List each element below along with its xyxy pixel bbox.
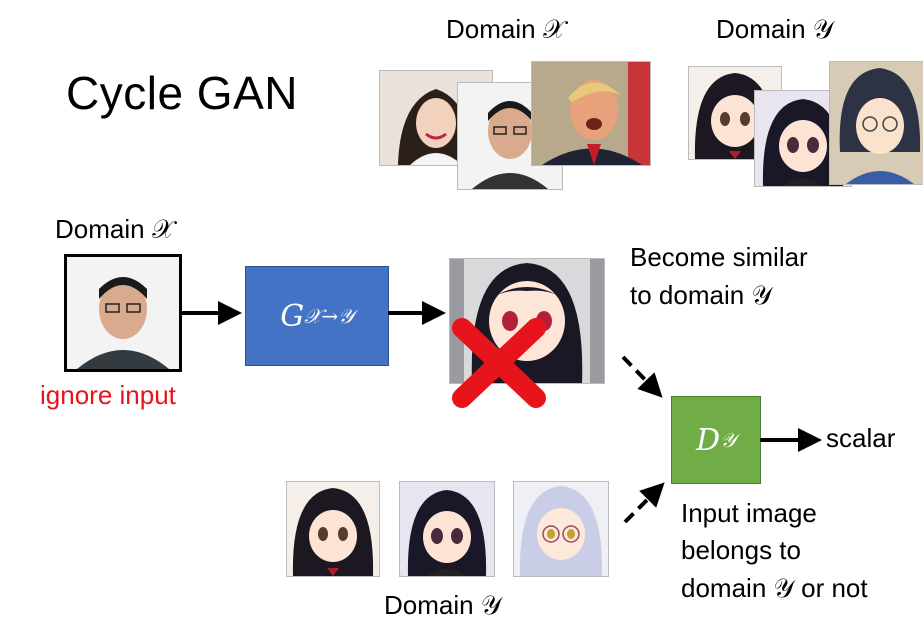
become-similar-line2: to domain 𝒴 <box>630 280 772 310</box>
ignore-input-label: ignore input <box>40 380 176 410</box>
dashed-arrow-icon <box>621 355 663 398</box>
input-belongs-line1: Input image <box>681 498 817 528</box>
domain-x-top-label: Domain 𝒳 <box>446 14 566 44</box>
red-cross-icon <box>452 318 546 408</box>
domain-y-bottom-photo-2 <box>399 481 495 577</box>
input-image <box>64 254 182 372</box>
domain-y-bottom-label: Domain 𝒴 <box>384 590 502 620</box>
discriminator-label: D <box>696 422 721 458</box>
become-similar-line1: Become similar <box>630 242 808 272</box>
domain-y-top-label: Domain 𝒴 <box>716 14 834 44</box>
domain-x-left-label: Domain 𝒳 <box>55 214 175 244</box>
page-title: Cycle GAN <box>66 67 298 119</box>
domain-x-photo-3 <box>531 61 651 166</box>
input-belongs-line3: domain 𝒴 or not <box>681 573 868 603</box>
generator-subscript: 𝒳→𝒴 <box>304 304 354 328</box>
discriminator-subscript: 𝒴 <box>720 428 736 452</box>
input-belongs-line2: belongs to <box>681 535 801 565</box>
generator-label: G <box>280 298 305 334</box>
domain-y-photo-3 <box>829 61 923 185</box>
dashed-arrow-icon <box>623 482 665 524</box>
scalar-label: scalar <box>826 423 896 453</box>
domain-y-bottom-photo-3 <box>513 481 609 577</box>
domain-y-bottom-photo-1 <box>286 481 380 577</box>
